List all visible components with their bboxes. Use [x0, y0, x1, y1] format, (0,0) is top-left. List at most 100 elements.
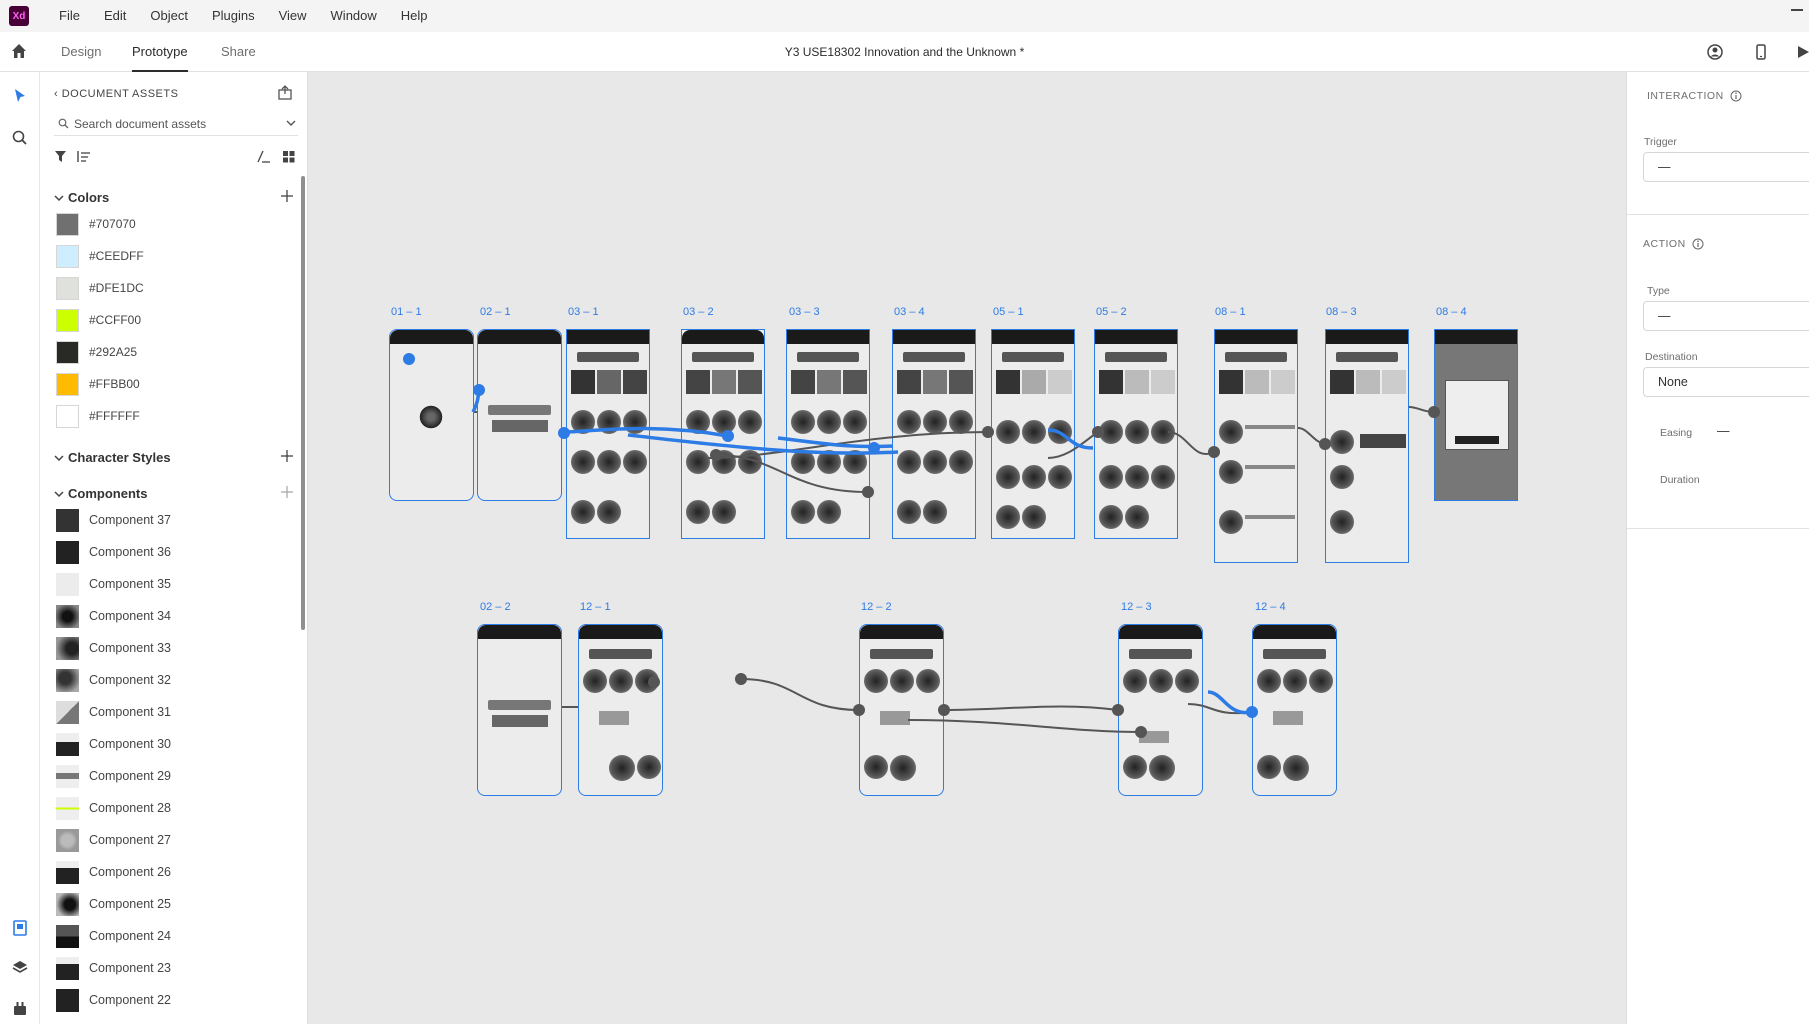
color-swatch-row[interactable]: #707070 — [56, 212, 136, 236]
artboard-screen[interactable] — [859, 624, 944, 796]
artboard-label[interactable]: 08 – 1 — [1215, 306, 1246, 318]
artboard-label[interactable]: 03 – 4 — [894, 306, 925, 318]
grid-view-icon[interactable] — [282, 150, 295, 163]
search-icon[interactable] — [10, 128, 30, 148]
component-item[interactable]: Component 23 — [56, 956, 171, 980]
artboard-onboarding[interactable] — [477, 624, 562, 796]
tab-share[interactable]: Share — [221, 44, 256, 59]
component-item[interactable]: Component 22 — [56, 988, 171, 1012]
artboard-label[interactable]: 05 – 1 — [993, 306, 1024, 318]
menu-help[interactable]: Help — [400, 8, 428, 23]
component-item[interactable]: Component 26 — [56, 860, 171, 884]
component-label: Component 26 — [89, 865, 172, 879]
artboard-screen[interactable] — [786, 329, 870, 539]
add-character-style-icon[interactable] — [281, 450, 293, 462]
sort-icon[interactable] — [76, 150, 91, 163]
home-icon[interactable] — [10, 42, 28, 60]
component-item[interactable]: Component 33 — [56, 636, 171, 660]
tab-prototype[interactable]: Prototype — [132, 32, 188, 72]
component-item[interactable]: Component 34 — [56, 604, 171, 628]
easing-value[interactable]: — — [1717, 424, 1730, 438]
artboard-label[interactable]: 05 – 2 — [1096, 306, 1127, 318]
components-section-header[interactable]: Components — [54, 486, 147, 501]
toolbar: Design Prototype Share Y3 USE18302 Innov… — [0, 32, 1809, 72]
colors-section-header[interactable]: Colors — [54, 190, 109, 205]
artboard-screen[interactable] — [1325, 329, 1409, 563]
artboard-label[interactable]: 02 – 1 — [480, 306, 511, 318]
minimize-icon[interactable] — [1791, 9, 1803, 11]
component-item[interactable]: Component 25 — [56, 892, 171, 916]
menu-object[interactable]: Object — [150, 8, 188, 23]
list-view-icon[interactable] — [256, 150, 271, 163]
menu-view[interactable]: View — [278, 8, 307, 23]
tab-design[interactable]: Design — [61, 44, 102, 59]
back-chevron-icon[interactable]: ‹ — [54, 88, 62, 100]
artboard-label[interactable]: 12 – 1 — [580, 601, 611, 613]
assets-icon[interactable] — [10, 918, 30, 938]
color-swatch-row[interactable]: #292A25 — [56, 340, 137, 364]
artboard-splash[interactable] — [389, 329, 474, 501]
artboard-screen[interactable] — [1094, 329, 1178, 539]
component-item[interactable]: Component 36 — [56, 540, 171, 564]
trigger-dropdown[interactable]: — — [1643, 152, 1809, 182]
artboard-screen[interactable] — [566, 329, 650, 539]
artboard-label[interactable]: 01 – 1 — [391, 306, 422, 318]
artboard-screen[interactable] — [1434, 329, 1518, 501]
component-item[interactable]: Component 24 — [56, 924, 171, 948]
artboard-screen[interactable] — [1118, 624, 1203, 796]
artboard-label[interactable]: 03 – 2 — [683, 306, 714, 318]
device-preview-icon[interactable] — [1752, 43, 1770, 61]
artboard-label[interactable]: 02 – 2 — [480, 601, 511, 613]
artboard-label[interactable]: 08 – 3 — [1326, 306, 1357, 318]
menu-edit[interactable]: Edit — [103, 8, 127, 23]
artboard-screen[interactable] — [1252, 624, 1337, 796]
artboard-label[interactable]: 03 – 1 — [568, 306, 599, 318]
character-styles-section-header[interactable]: Character Styles — [54, 450, 171, 465]
chevron-down-icon[interactable] — [286, 118, 296, 128]
artboard-label[interactable]: 12 – 3 — [1121, 601, 1152, 613]
component-item[interactable]: Component 28 — [56, 796, 171, 820]
menu-file[interactable]: File — [59, 8, 80, 23]
add-color-icon[interactable] — [281, 190, 293, 202]
artboard-label[interactable]: 03 – 3 — [789, 306, 820, 318]
color-swatch-row[interactable]: #CEEDFF — [56, 244, 144, 268]
info-icon[interactable] — [1692, 238, 1704, 250]
search-input[interactable] — [74, 114, 274, 134]
component-item[interactable]: Component 30 — [56, 732, 171, 756]
artboard-screen[interactable] — [578, 624, 663, 796]
export-icon[interactable] — [277, 85, 293, 101]
add-component-icon[interactable] — [281, 486, 293, 498]
layers-icon[interactable] — [10, 958, 30, 978]
artboard-screen[interactable] — [991, 329, 1075, 539]
component-item[interactable]: Component 32 — [56, 668, 171, 692]
artboard-label[interactable]: 08 – 4 — [1436, 306, 1467, 318]
artboard-screen[interactable] — [892, 329, 976, 539]
info-icon[interactable] — [1730, 90, 1742, 102]
share-user-icon[interactable] — [1706, 43, 1724, 61]
plugins-icon[interactable] — [10, 998, 30, 1018]
artboard-screen[interactable] — [681, 329, 765, 539]
component-item[interactable]: Component 37 — [56, 508, 171, 532]
menu-plugins[interactable]: Plugins — [211, 8, 255, 23]
component-item[interactable]: Component 31 — [56, 700, 171, 724]
type-dropdown[interactable]: — — [1643, 301, 1809, 331]
artboard-screen[interactable] — [1214, 329, 1298, 563]
artboard-onboarding[interactable] — [477, 329, 562, 501]
select-arrow-icon[interactable] — [10, 86, 30, 106]
color-swatch-row[interactable]: #FFBB00 — [56, 372, 140, 396]
design-canvas[interactable]: 01 – 1 02 – 1 03 – 1 03 – 2 03 – 3 03 – … — [308, 72, 1626, 1024]
assets-header[interactable]: ‹ DOCUMENT ASSETS — [54, 88, 178, 100]
component-item[interactable]: Component 29 — [56, 764, 171, 788]
filter-icon[interactable] — [54, 150, 67, 163]
assets-scrollbar[interactable] — [301, 176, 305, 630]
artboard-label[interactable]: 12 – 2 — [861, 601, 892, 613]
destination-dropdown[interactable]: None — [1643, 367, 1809, 397]
color-swatch-row[interactable]: #FFFFFF — [56, 404, 140, 428]
menu-window[interactable]: Window — [330, 8, 377, 23]
component-item[interactable]: Component 35 — [56, 572, 171, 596]
component-item[interactable]: Component 27 — [56, 828, 171, 852]
artboard-label[interactable]: 12 – 4 — [1255, 601, 1286, 613]
color-swatch-row[interactable]: #DFE1DC — [56, 276, 144, 300]
play-icon[interactable] — [1796, 43, 1809, 61]
color-swatch-row[interactable]: #CCFF00 — [56, 308, 141, 332]
